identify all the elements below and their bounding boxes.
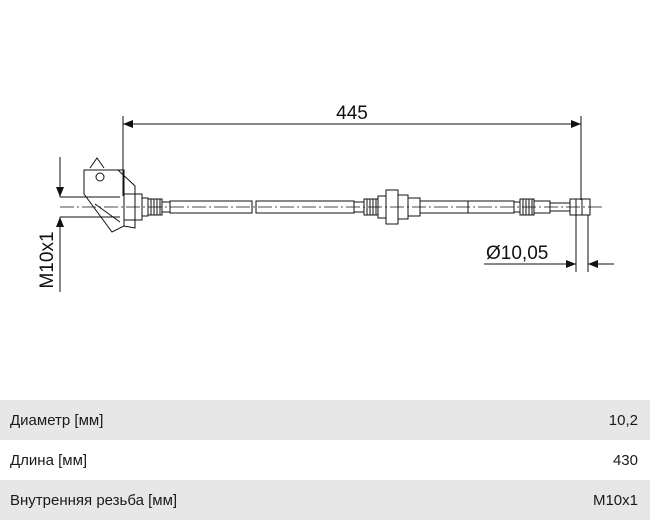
spec-label: Внутренняя резьба [мм] xyxy=(10,491,178,509)
mounting-bracket xyxy=(83,157,136,233)
brake-hose-drawing: 445 xyxy=(37,103,614,292)
spec-row-length: Длина [мм] 430 xyxy=(0,440,650,480)
spec-label: Длина [мм] xyxy=(10,451,88,469)
spec-label: Диаметр [мм] xyxy=(10,411,104,429)
length-dimension-label: 445 xyxy=(336,103,368,124)
spec-value: M10x1 xyxy=(592,491,638,509)
right-fitting xyxy=(513,198,591,216)
spec-value: 10,2 xyxy=(608,411,638,429)
spec-value: 430 xyxy=(612,451,638,469)
middle-fitting xyxy=(353,189,469,225)
diameter-dimension: Ø10,05 xyxy=(484,215,614,272)
spec-table: Диаметр [мм] 10,2 Длина [мм] 430 Внутрен… xyxy=(0,400,650,520)
spec-row-thread: Внутренняя резьба [мм] M10x1 xyxy=(0,480,650,520)
diameter-dimension-label: Ø10,05 xyxy=(486,243,548,264)
spec-row-diameter: Диаметр [мм] 10,2 xyxy=(0,400,650,440)
thread-dimension-label: M10x1 xyxy=(37,231,58,288)
length-dimension: 445 xyxy=(122,103,582,200)
thread-dimension: M10x1 xyxy=(37,157,120,292)
